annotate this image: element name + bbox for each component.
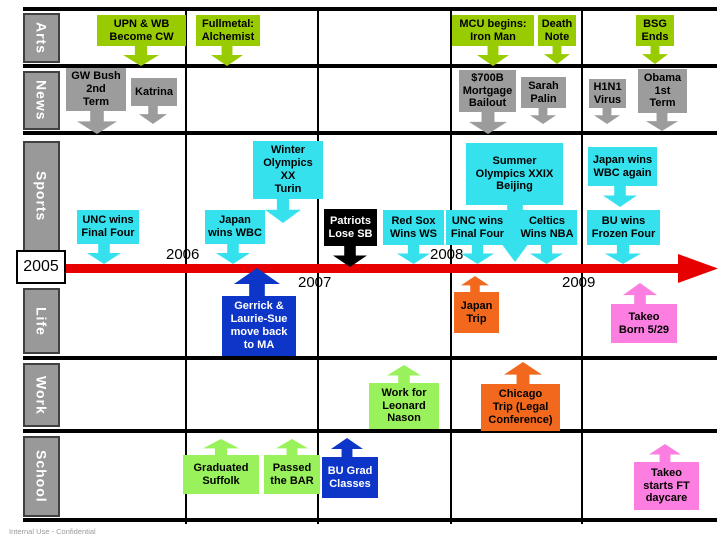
event-takeo-starts-ft-daycare: Takeo starts FT daycare — [634, 462, 699, 510]
category-label-news: News — [23, 71, 60, 130]
row-divider-life-work — [23, 356, 717, 360]
arrow-down-icon — [461, 245, 494, 264]
event-obama-1st-term: Obama 1st Term — [638, 69, 687, 113]
event-patriots-lose-sb: Patriots Lose SB — [324, 209, 377, 246]
category-label-sports: Sports — [23, 141, 60, 252]
category-label-work: Work — [23, 363, 60, 427]
event-celtics-wins-nba: Celtics Wins NBA — [517, 210, 577, 245]
event-gw-bush-2nd-term: GW Bush 2nd Term — [66, 68, 126, 111]
event-bu-grad-classes: BU Grad Classes — [322, 457, 378, 498]
event-upn-wb-become-cw: UPN & WB Become CW — [97, 15, 186, 46]
event-sarah-palin: Sarah Palin — [521, 77, 566, 108]
arrow-up-icon — [649, 444, 681, 463]
arrow-up-icon — [203, 439, 239, 456]
year-label-2007: 2007 — [298, 274, 332, 291]
arrow-down-icon — [603, 186, 637, 207]
event-japan-wins-wbc-again: Japan wins WBC again — [588, 147, 657, 186]
event-fullmetal-alchemist: Fullmetal: Alchemist — [196, 15, 260, 46]
arrow-up-icon — [387, 365, 421, 384]
event-700b-mortgage-bailout: $700B Mortgage Bailout — [459, 70, 516, 112]
row-divider-bottom — [23, 518, 717, 522]
category-label-life: Life — [23, 288, 60, 354]
arrow-down-icon — [87, 244, 121, 264]
arrow-down-icon — [530, 108, 556, 124]
arrow-down-icon — [216, 244, 250, 264]
arrow-down-icon — [544, 46, 570, 64]
category-label-arts: Arts — [23, 13, 60, 63]
arrow-down-icon — [211, 46, 243, 66]
arrow-down-icon — [594, 108, 620, 124]
event-h1n1-virus: H1N1 Virus — [589, 79, 626, 108]
event-summer-olympics-xxix-beijing: Summer Olympics XXIX Beijing — [466, 143, 563, 205]
event-katrina: Katrina — [131, 78, 177, 106]
arrow-down-icon — [642, 46, 668, 64]
arrow-up-icon — [623, 283, 657, 305]
arrow-up-icon — [461, 276, 489, 293]
arrow-down-icon — [530, 245, 563, 264]
arrow-down-icon — [265, 199, 301, 223]
row-divider-arts-news — [23, 64, 717, 68]
event-death-note: Death Note — [538, 15, 576, 46]
timeline-axis — [66, 264, 684, 273]
arrow-down-icon — [605, 245, 641, 264]
arrow-up-icon — [331, 438, 363, 458]
event-takeo-born: Takeo Born 5/29 — [611, 304, 677, 343]
event-winter-olympics-xx-turin: Winter Olympics XX Turin — [253, 141, 323, 199]
event-japan-wins-wbc: Japan wins WBC — [205, 210, 265, 244]
arrow-down-icon — [397, 245, 430, 264]
confidentiality-note: Internal Use - Confidential — [9, 527, 96, 536]
event-mcu-begins-iron-man: MCU begins: Iron Man — [452, 15, 534, 46]
event-passed-the-bar: Passed the BAR — [264, 455, 320, 494]
event-bu-wins-frozen-four: BU wins Frozen Four — [587, 210, 660, 245]
year-label-2005: 2005 — [16, 250, 66, 284]
timeline-arrowhead-icon — [678, 254, 718, 283]
arrow-down-icon — [139, 106, 167, 124]
year-label-2006: 2006 — [166, 246, 200, 263]
year-label-2009: 2009 — [562, 274, 596, 291]
row-divider-top — [23, 7, 717, 11]
arrow-down-icon — [646, 113, 678, 131]
event-work-for-leonard-nason: Work for Leonard Nason — [369, 383, 439, 429]
arrow-up-icon — [276, 439, 308, 456]
category-label-school: School — [23, 436, 60, 517]
row-divider-work-school — [23, 429, 717, 433]
event-red-sox-wins-ws: Red Sox Wins WS — [383, 210, 444, 245]
event-bsg-ends: BSG Ends — [636, 15, 674, 46]
event-unc-wins-final-four-2005: UNC wins Final Four — [77, 210, 139, 244]
event-graduated-suffolk: Graduated Suffolk — [183, 455, 259, 494]
arrow-down-icon — [123, 46, 159, 66]
arrow-up-icon — [504, 362, 542, 385]
event-japan-trip: Japan Trip — [454, 292, 499, 333]
year-label-2008: 2008 — [430, 246, 464, 263]
event-unc-wins-final-four-2008: UNC wins Final Four — [446, 210, 509, 245]
event-chicago-trip-legal-conference: Chicago Trip (Legal Conference) — [481, 384, 560, 431]
arrow-down-icon — [477, 46, 509, 66]
event-gerrick-laurie-sue-move-back: Gerrick & Laurie-Sue move back to MA — [222, 296, 296, 356]
row-divider-news-sports — [23, 131, 717, 135]
